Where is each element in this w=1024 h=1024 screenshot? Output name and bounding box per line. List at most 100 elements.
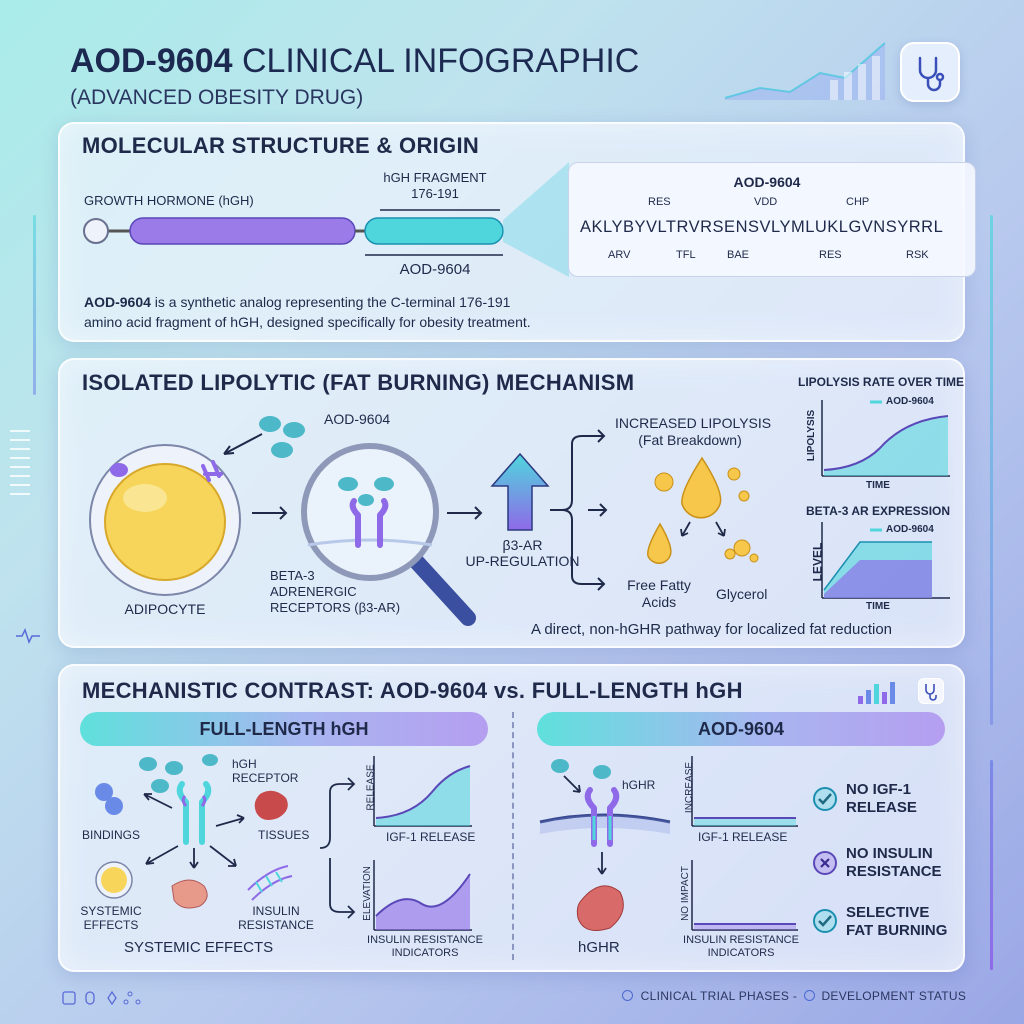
check-circle-icon [813, 787, 837, 811]
chart1-series-area [824, 416, 948, 476]
fat-droplets [647, 456, 759, 564]
chart2-title: BETA-3 AR EXPRESSION [806, 504, 951, 518]
pill-full-length-hgh: FULL-LENGTH hGH [80, 712, 488, 746]
chart1-series-line [823, 415, 949, 471]
hghr-receptor-diagram [539, 759, 671, 931]
desc-line1: is a synthetic analog representing the C… [150, 294, 511, 310]
pathway-footnote: A direct, non-hGHR pathway for localized… [531, 621, 893, 638]
seq-bottom-label-2: TFL [676, 249, 696, 261]
hgh-receptor-diagram [95, 754, 293, 909]
lipolysis-sub: (Fat Breakdown) [638, 432, 742, 448]
section3-title: MECHANISTIC CONTRAST: AOD-9604 vs. FULL-… [82, 678, 743, 703]
drug-peptide-icon [259, 416, 305, 458]
insulin-label-2: RESISTANCE [238, 918, 314, 932]
insulin-resistance-chart-left [373, 860, 472, 931]
receptor-label-1: BETA-3 [270, 568, 315, 583]
left-chart2-ylabel: ELEVATION [361, 866, 373, 921]
left-chart2-xlabel-2: INDICATORS [391, 947, 459, 959]
adipocyte-cell [89, 444, 241, 596]
seq-top-label-3: CHP [846, 196, 870, 208]
seq-top-label-1: RES [648, 196, 671, 208]
check3-line1: SELECTIVE [846, 904, 930, 921]
upreg-label-2: UP-REGULATION [465, 553, 580, 569]
right-chart2-ylabel: NO IMPACT [679, 866, 691, 921]
footer-icons [62, 990, 141, 1006]
chart2-xlabel: TIME [866, 601, 890, 612]
hgh-molecule-bar [83, 209, 504, 256]
check3-line2: FAT BURNING [846, 922, 948, 939]
chart1-legend: AOD-9604 [886, 396, 934, 407]
sequence-title: AOD-9604 [733, 174, 801, 190]
ffa-label-2: Acids [641, 594, 677, 610]
chart2-ylabel: LEVEL [810, 542, 825, 582]
arrow-drug-to-cell [223, 433, 263, 455]
footer-status: CLINICAL TRIAL PHASES - DEVELOPMENT STAT… [622, 989, 966, 1003]
igf1-release-chart-left [373, 756, 472, 827]
mini-stethoscope-button[interactable] [918, 678, 944, 704]
stethoscope-icon [918, 56, 945, 92]
glycerol-label: Glycerol [716, 586, 768, 602]
igf1-release-chart-right [691, 756, 798, 827]
header-trend-graphic [724, 42, 886, 100]
section2-title: ISOLATED LIPOLYTIC (FAT BURNING) MECHANI… [82, 370, 635, 395]
amino-sequence: AKLYBYVLTRVRSENSVLYMLUKLGVNSYRRL [580, 218, 944, 236]
globe-icon [622, 990, 633, 1001]
right-chart2-xlabel-1: INSULIN RESISTANCE [683, 934, 799, 946]
drug-label: AOD-9604 [324, 411, 391, 427]
chart2-legend: AOD-9604 [886, 524, 934, 535]
right-accent-line-2 [990, 760, 993, 970]
chart2-series-purple [824, 560, 932, 598]
insulin-resistance-chart-right [691, 860, 798, 931]
section1-description: AOD-9604 is a synthetic analog represent… [84, 292, 531, 332]
page-title: AOD-9604 CLINICAL INFOGRAPHIC [70, 42, 639, 81]
hgh-receptor-label-2: RECEPTOR [232, 771, 299, 785]
seq-bottom-label-4: RES [819, 249, 842, 261]
left-chart1-xlabel: IGF-1 RELEASE [386, 830, 476, 844]
right-accent-line [990, 215, 993, 725]
chart1-xlabel: TIME [866, 480, 890, 491]
check1-line1: NO IGF-1 [846, 781, 912, 798]
left-tick-marks [10, 430, 30, 500]
check-status-icon [803, 990, 815, 1001]
branch-arrows [550, 429, 608, 591]
footer-separator: - [792, 989, 798, 1003]
systemic-label-2: EFFECTS [83, 918, 139, 932]
stethoscope-button[interactable] [900, 42, 960, 102]
mini-stethoscope-icon [925, 684, 937, 701]
lipolysis-title: INCREASED LIPOLYSIS [615, 415, 772, 431]
desc-line2: amino acid fragment of hGH, designed spe… [84, 314, 531, 330]
hgh-receptor-label-1: hGH [232, 757, 257, 771]
left-accent-line [33, 215, 36, 395]
fragment-name: AOD-9604 [399, 261, 471, 278]
growth-hormone-label: GROWTH HORMONE (hGH) [84, 193, 254, 208]
chart2-area [821, 522, 950, 599]
fragment-label: hGH FRAGMENT [383, 170, 487, 185]
left-bracket-arrows [319, 777, 356, 919]
binding-label: BINDINGS [82, 828, 141, 842]
systemic-effects-bottom: SYSTEMIC EFFECTS [124, 939, 274, 956]
seq-bottom-label-3: BAE [727, 249, 750, 261]
receptor-label-3: RECEPTORS (β3-AR) [270, 600, 401, 615]
right-chart2-xlabel-2: INDICATORS [707, 947, 775, 959]
upregulation-arrow [490, 452, 550, 531]
section1-title: MOLECULAR STRUCTURE & ORIGIN [82, 133, 480, 158]
mini-bar-icon [858, 682, 895, 704]
seq-bottom-label-5: RSK [906, 249, 929, 261]
chart1-ylabel: LIPOLYSIS [806, 409, 818, 462]
check2-line2: RESISTANCE [846, 863, 942, 880]
footer-status-label[interactable]: DEVELOPMENT STATUS [821, 989, 967, 1003]
footer-phases[interactable]: CLINICAL TRIAL PHASES [640, 989, 790, 1003]
receptor-label-2: ADRENERGIC [270, 584, 357, 599]
right-chart1-ylabel: INCREASE [684, 761, 696, 814]
fragment-range: 176-191 [411, 186, 459, 201]
upreg-label-1: β3-AR [502, 537, 543, 553]
title-rest: CLINICAL INFOGRAPHIC [241, 42, 640, 80]
chart1-title: LIPOLYSIS RATE OVER TIME [798, 375, 965, 389]
pill-aod: AOD-9604 [537, 712, 945, 746]
right-chart1-xlabel: IGF-1 RELEASE [698, 830, 788, 844]
check-circle-icon-2 [813, 909, 837, 933]
desc-bold: AOD-9604 [84, 294, 151, 310]
hghr-receptor-label: hGHR [622, 778, 656, 792]
arrow-lens-to-upreg [447, 506, 483, 520]
ffa-label-1: Free Fatty [627, 577, 691, 593]
